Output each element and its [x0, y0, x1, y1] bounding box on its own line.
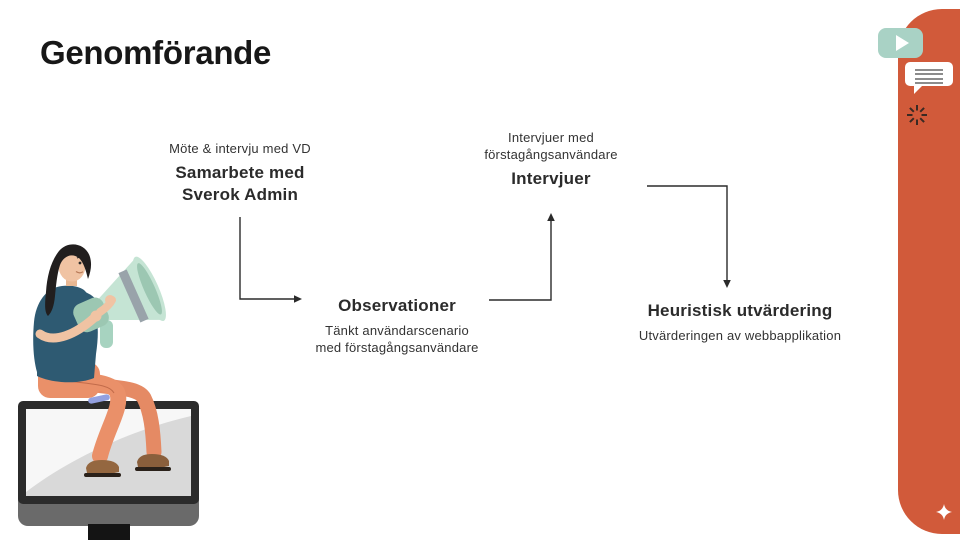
sidebar-decoration	[898, 9, 960, 534]
step-caption: Tänkt användarscenario med förstagångsan…	[315, 323, 479, 355]
play-triangle	[895, 35, 909, 51]
page-title: Genomförande	[40, 34, 272, 71]
chat-line	[915, 73, 943, 75]
arrowhead	[547, 213, 555, 221]
step-label: Observationer	[338, 296, 456, 315]
step-caption: Utvärderingen av webbapplikation	[638, 328, 842, 344]
arrow-observationer-to-intervjuer	[489, 221, 552, 301]
chat-line	[915, 68, 943, 71]
sparkle-icon	[936, 504, 952, 520]
step-label: Intervjuer	[511, 168, 591, 188]
step-label: Heuristisk utvärdering	[647, 301, 833, 320]
play-icon	[878, 28, 923, 58]
step-caption: Intervjuer med förstagångsanvändare	[484, 130, 618, 162]
burst-icon	[907, 105, 927, 125]
arrow-samarbete-to-observationer	[239, 217, 294, 300]
megaphone	[35, 256, 166, 348]
chat-tail	[914, 85, 923, 94]
flow-step-observationer: Observationer Tänkt användarscenario med…	[267, 295, 527, 357]
chat-line	[915, 82, 943, 84]
step-caption: Möte & intervju med VD	[169, 141, 311, 156]
arrow-intervjuer-to-heuristisk	[647, 185, 728, 280]
chat-bubble-icon	[905, 62, 953, 94]
chat-line	[915, 77, 943, 80]
person-megaphone-illustration	[18, 244, 199, 540]
flow-step-heuristisk: Heuristisk utvärdering Utvärderingen av …	[600, 300, 880, 345]
step-label: Samarbete med Sverok Admin	[175, 162, 305, 204]
flow-step-intervjuer: Intervjuer med förstagångsanvändare Inte…	[436, 130, 666, 190]
arrowhead	[723, 280, 731, 288]
flow-step-samarbete: Möte & intervju med VD Samarbete med Sve…	[130, 141, 350, 206]
